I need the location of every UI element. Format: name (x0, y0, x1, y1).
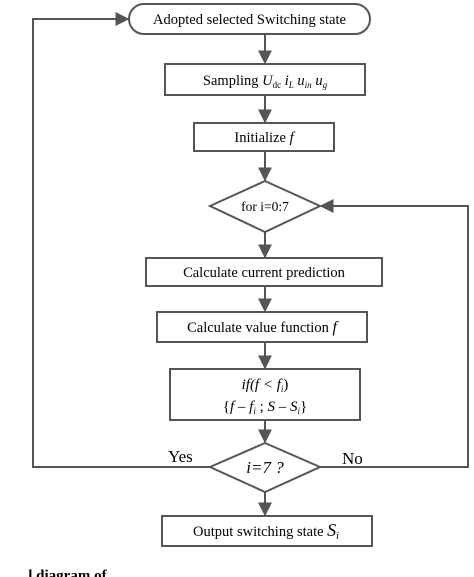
node-output: Output switching state Si (161, 515, 373, 547)
node-start-label: Adopted selected Switching state (153, 12, 346, 28)
node-prediction-label: Calculate current prediction (183, 265, 346, 281)
edges (32, 12, 469, 517)
node-decision: i=7 ? (207, 441, 323, 494)
node-loop: for i=0:7 (207, 179, 323, 234)
node-loop-label: for i=0:7 (241, 199, 289, 214)
edge-label-no: No (342, 449, 363, 468)
node-prediction: Calculate current prediction (145, 257, 383, 287)
node-value-function-label: Calculate value function f (187, 319, 339, 336)
node-initialize: Initialize f (193, 122, 335, 152)
edge-no-loop (319, 199, 469, 468)
node-compare-line1: if(f < fi) (242, 377, 289, 394)
node-compare-line2: {f – fi ; S – Si} (223, 399, 307, 416)
node-sampling: Sampling Udc iL uin ug (164, 63, 366, 96)
node-decision-label: i=7 ? (246, 458, 284, 477)
node-start: Adopted selected Switching state (128, 3, 371, 35)
node-compare: if(f < fi) {f – fi ; S – Si} (169, 368, 361, 421)
node-output-label: Output switching state Si (193, 520, 339, 542)
edge-label-yes: Yes (168, 447, 193, 466)
caption: ... ...l diagram of ... ... (2, 568, 137, 577)
node-initialize-label: Initialize f (234, 130, 295, 146)
edge-yes-loop (32, 12, 210, 468)
node-sampling-label: Sampling Udc iL uin ug (203, 73, 328, 90)
node-value-function: Calculate value function f (156, 311, 368, 343)
